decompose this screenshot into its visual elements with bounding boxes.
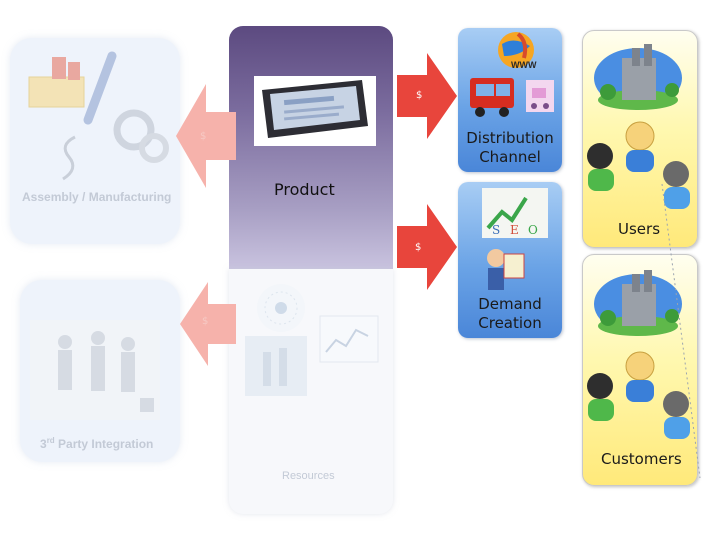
network-diagram-image (257, 284, 305, 332)
arrow-to-third-party-label: $ (202, 316, 209, 327)
delivery-truck-icon (470, 78, 514, 117)
svg-text:E: E (510, 223, 519, 237)
factory-building-icon-customers (594, 270, 682, 336)
distribution-line-2: Channel (479, 148, 541, 166)
factory-icon (28, 57, 85, 108)
distribution-channel-label: Distribution Channel (458, 129, 562, 167)
salesman-sign-icon (487, 249, 525, 290)
demand-line-1: Demand (478, 295, 542, 313)
customers-people-icon (587, 351, 690, 439)
assembly-manufacturing-panel: Assembly / Manufacturing (10, 38, 180, 244)
assembly-manufacturing-label: Assembly / Manufacturing (22, 190, 172, 204)
arrow-to-assembly-label: $ (200, 131, 207, 142)
product-label: Product (274, 180, 335, 199)
gears-icon (113, 109, 169, 163)
seo-graphic-icon: S E O (482, 188, 548, 238)
third-party-integration-panel: 3rd Party Integration (20, 280, 180, 462)
globe-www-icon (498, 32, 534, 68)
tablet-device-image (254, 76, 376, 146)
business-people-image (30, 320, 160, 420)
www-text: WWW (511, 60, 537, 70)
demand-creation-label: Demand Creation (458, 295, 562, 333)
people-walking-image (245, 336, 307, 396)
arrow-to-third-party (180, 282, 236, 366)
svg-text:O: O (528, 223, 538, 237)
wrench-icon (62, 135, 76, 181)
resources-label: Resources (282, 470, 335, 482)
svg-text:S: S (492, 223, 500, 237)
distribution-line-1: Distribution (466, 129, 554, 147)
customers-label: Customers (601, 450, 682, 468)
third-party-integration-label: 3rd Party Integration (40, 436, 153, 451)
third-party-number: 3 (40, 437, 47, 451)
users-label: Users (618, 220, 661, 238)
arrow-to-distribution (397, 53, 457, 139)
third-party-ordinal: rd (46, 436, 55, 445)
arrow-to-demand (397, 204, 457, 290)
arrow-to-demand-label: $ (415, 242, 422, 253)
factory-building-icon (594, 44, 682, 110)
arrow-to-assembly (176, 84, 236, 188)
shopping-cart-icon (526, 80, 554, 112)
third-party-text: Party Integration (54, 437, 154, 451)
dotted-connector-line (661, 183, 701, 479)
pencil-icon (83, 51, 117, 125)
demand-line-2: Creation (478, 314, 542, 332)
arrow-to-distribution-label: $ (416, 90, 423, 101)
product-panel (229, 26, 393, 269)
chart-document-image (319, 315, 379, 363)
users-people-icon (587, 121, 690, 209)
